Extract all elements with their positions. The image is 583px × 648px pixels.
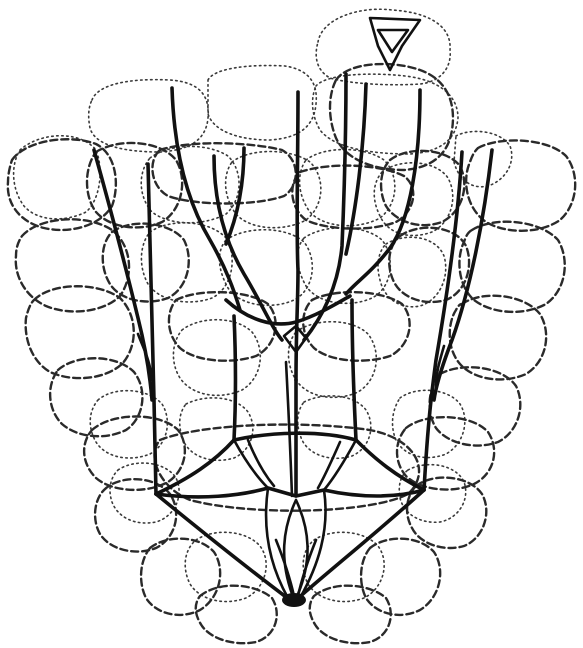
vein-base-node	[282, 593, 306, 607]
vein-center-left	[296, 92, 298, 380]
vein-trunk-left	[234, 316, 236, 440]
